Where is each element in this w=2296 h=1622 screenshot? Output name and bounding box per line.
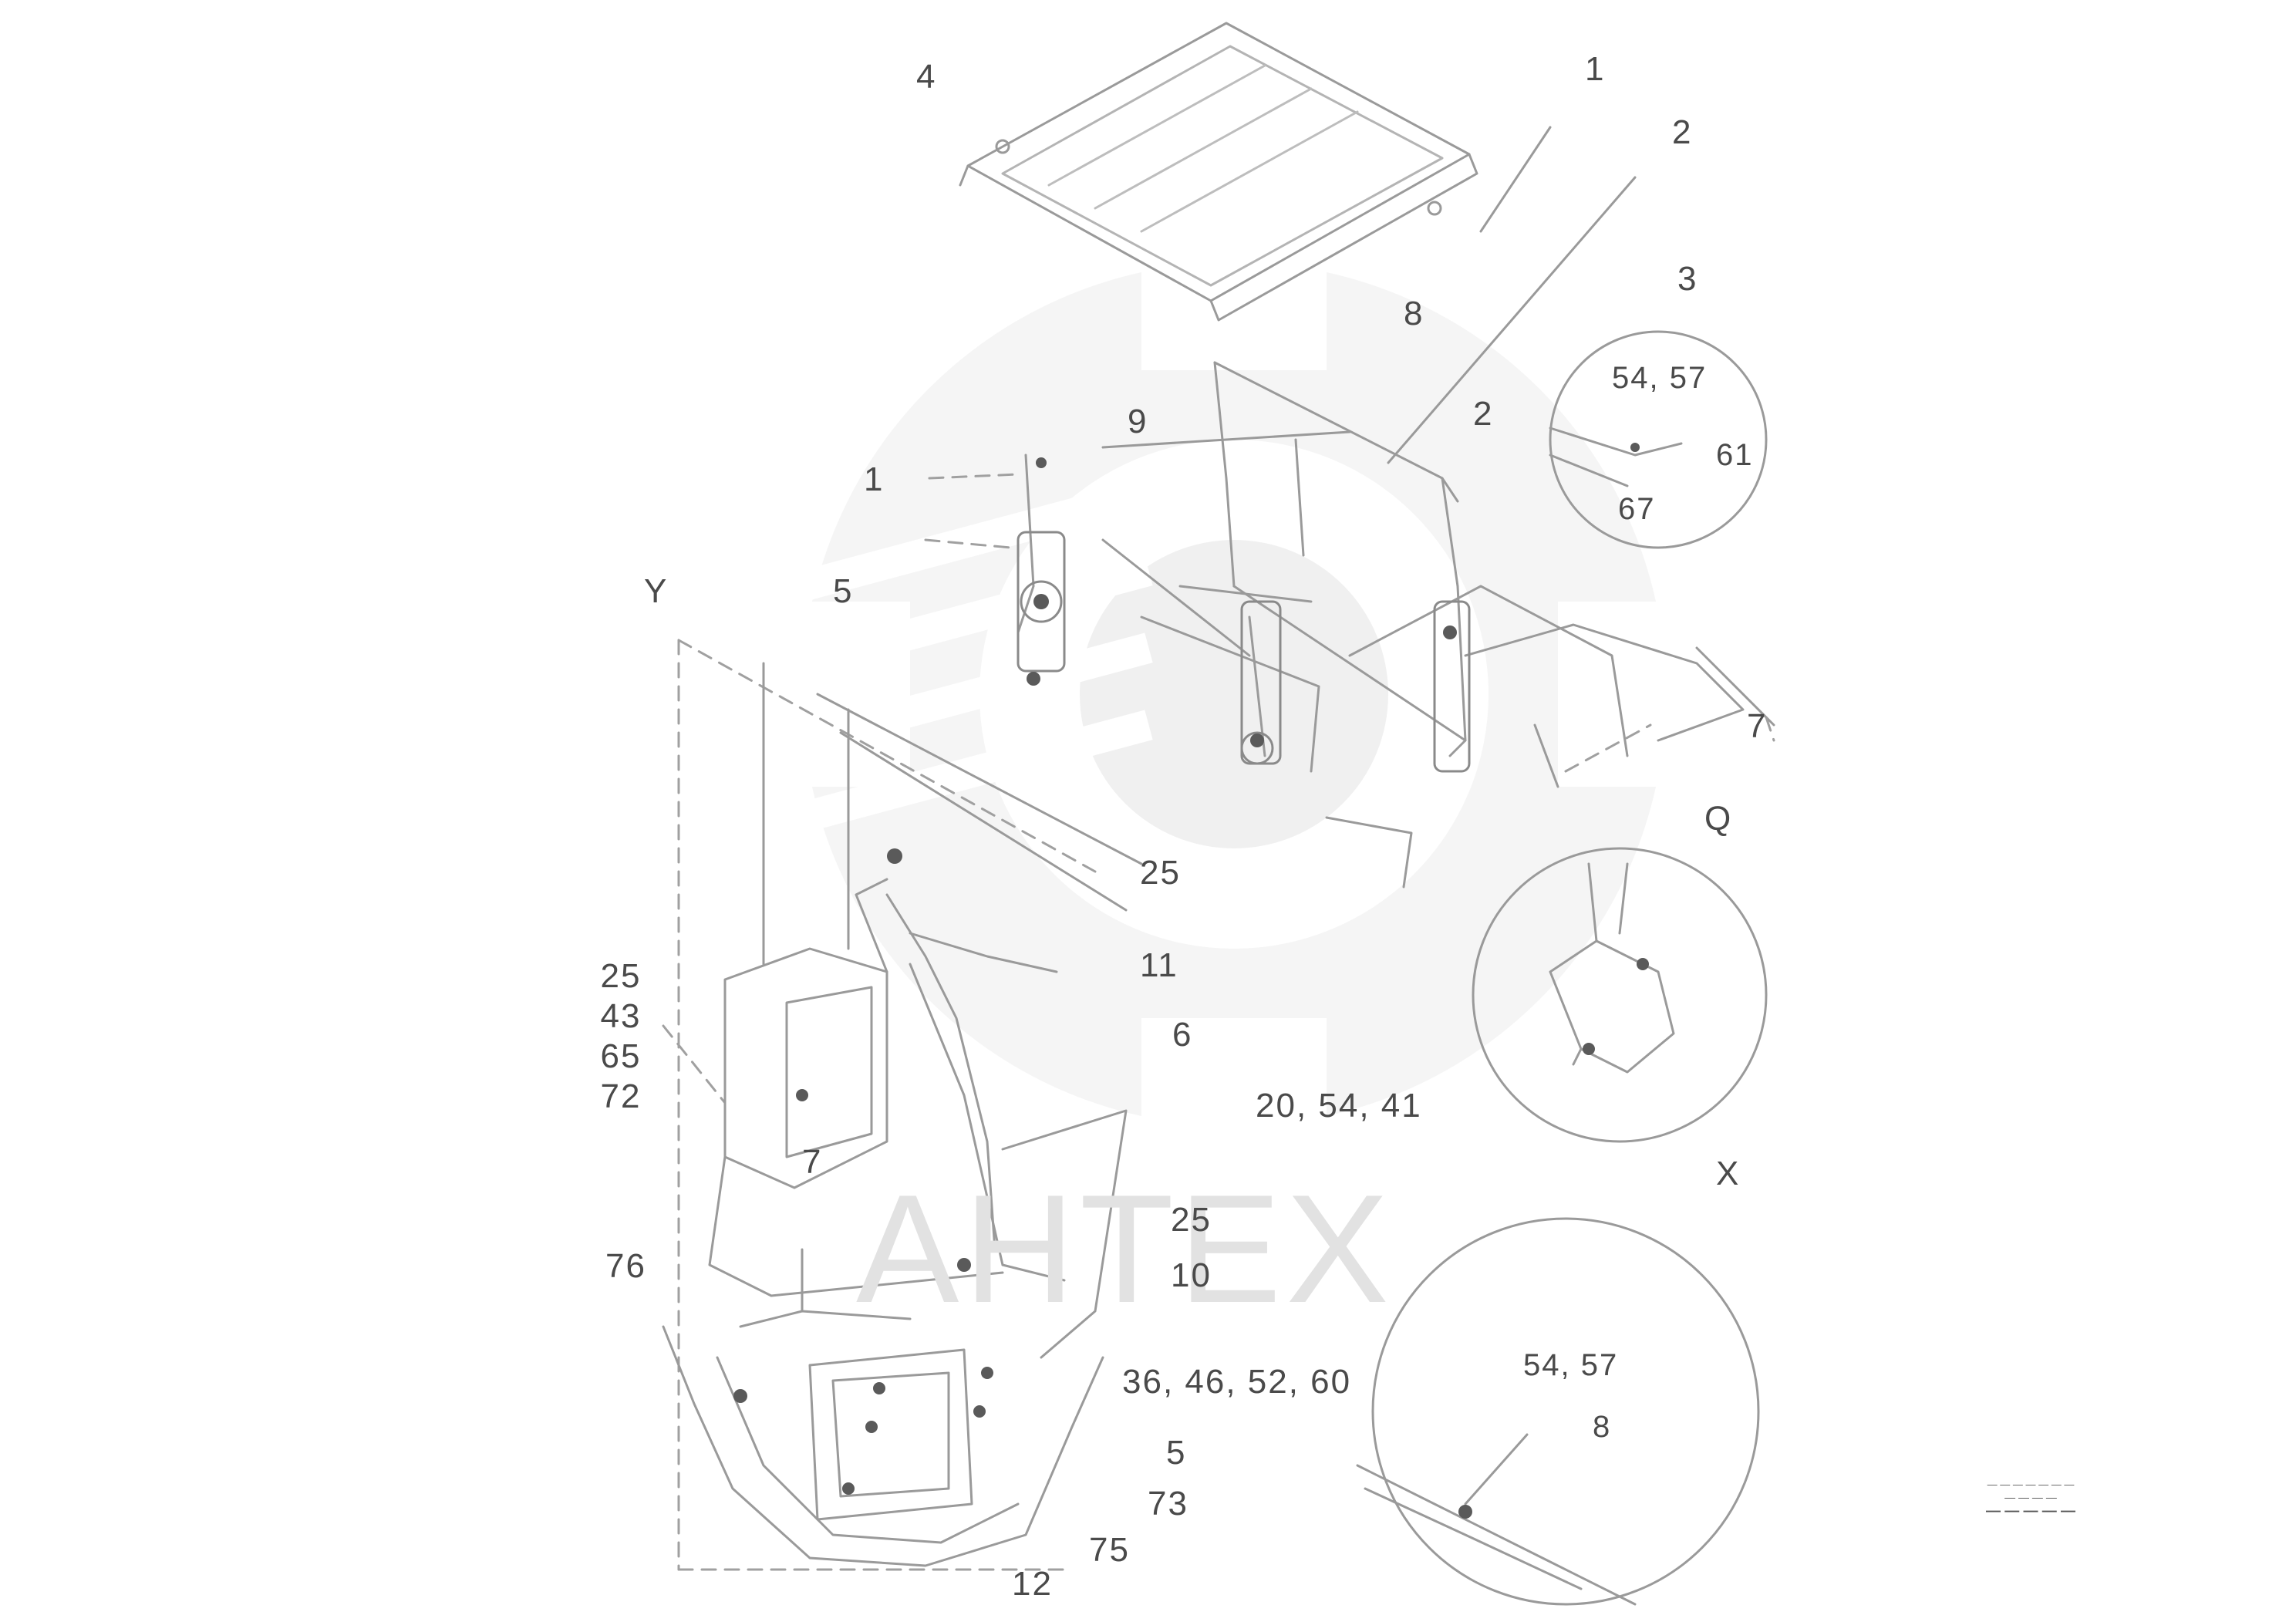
callout-8: 8 [1404, 295, 1424, 332]
reference-line-2: — — — — [2004, 1490, 2057, 1503]
callout-72-left: 72 [600, 1077, 642, 1115]
detail-z-part [1549, 427, 1683, 457]
watermark-text: АНТЕХ [856, 1163, 1394, 1335]
detail-q-part [1572, 862, 1629, 1066]
detail-circle-q [1472, 847, 1768, 1143]
callout-73: 73 [1148, 1485, 1188, 1523]
drawing-reference-block: — — — — — — — — — — — — — — — — [1957, 1479, 2104, 1520]
leader-line [1479, 126, 1552, 233]
callout-5: 5 [833, 572, 854, 610]
detail-z-side-number: 61 [1716, 438, 1754, 472]
top-panel-part [959, 22, 1478, 322]
detail-z-number: 54, 57 [1612, 361, 1708, 395]
detail-x-part [1364, 1487, 1583, 1590]
callout-stack-left: 25 43 65 72 [594, 956, 648, 1117]
callout-10: 10 [1171, 1256, 1212, 1294]
detail-x-low-number: 8 [1593, 1410, 1612, 1444]
callout-q: Q [1704, 800, 1733, 838]
leader-line [1387, 176, 1637, 464]
detail-x-number: 54, 57 [1523, 1348, 1619, 1382]
callout-20-54-41: 20, 54, 41 [1256, 1087, 1422, 1125]
callout-11: 11 [1140, 946, 1178, 984]
dashed-leaders [662, 473, 1775, 1571]
callout-25b: 25 [1171, 1201, 1212, 1239]
callout-25-left: 25 [600, 957, 642, 995]
callout-2b: 2 [1473, 395, 1494, 433]
callout-12: 12 [1012, 1565, 1053, 1603]
callout-75: 75 [1089, 1531, 1130, 1569]
callout-x: X [1716, 1155, 1741, 1192]
callout-9: 9 [1128, 403, 1148, 440]
detail-circle-x [1371, 1217, 1760, 1606]
callout-25: 25 [1140, 854, 1181, 892]
watermark-gear-icon [683, 255, 1674, 1134]
callout-43-left: 43 [600, 996, 642, 1035]
callout-1: 1 [1585, 50, 1606, 88]
callout-7b: 7 [802, 1143, 823, 1181]
leader-line [1464, 1433, 1529, 1506]
callout-7: 7 [1747, 707, 1768, 745]
detail-q-part [1549, 939, 1675, 1074]
detail-x-part [1356, 1464, 1637, 1606]
reference-code: — — — — — [1985, 1503, 2076, 1520]
callout-y: Y [644, 572, 669, 610]
callout-1b: 1 [864, 460, 885, 498]
detail-z-low-number: 67 [1618, 492, 1656, 526]
side-panel-part [662, 662, 1128, 1567]
callout-36-46-52-60: 36, 46, 52, 60 [1122, 1363, 1352, 1401]
cylinder-part [1017, 531, 1471, 773]
callout-65-left: 65 [600, 1037, 642, 1075]
detail-z-part [1549, 454, 1629, 487]
callout-6: 6 [1172, 1016, 1193, 1054]
fastener-dots [733, 443, 1649, 1519]
reference-line-1: — — — — — — — [1987, 1479, 2075, 1490]
callout-3: 3 [1677, 260, 1698, 298]
callout-76: 76 [605, 1247, 646, 1285]
detail-circle-z [1549, 330, 1768, 549]
callout-2: 2 [1672, 113, 1693, 151]
frame-part [816, 361, 1775, 912]
callout-4: 4 [916, 58, 937, 96]
callout-5b: 5 [1166, 1434, 1187, 1472]
